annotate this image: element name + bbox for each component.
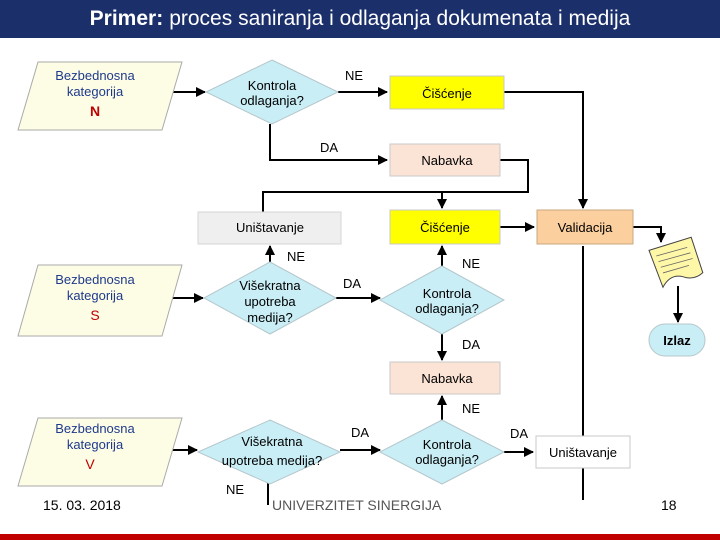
category-s-line1: Bezbednosna (55, 272, 135, 287)
footer-date: 15. 03. 2018 (43, 497, 121, 513)
document-notes-icon (648, 236, 704, 289)
ciscenje-1-label: Čišćenje (422, 86, 472, 101)
decision-kontrola-3: Kontrola odlaganja? (378, 419, 506, 485)
edge-label-da-3: DA (462, 337, 480, 352)
edge-label-ne-3: NE (462, 256, 480, 271)
unistavanje-1-label: Uništavanje (236, 220, 304, 235)
footer-page-number: 18 (661, 497, 677, 513)
edge-label-ne-5: NE (226, 482, 244, 497)
decision-visekratna-2: Višekratna upotreba medija? (196, 419, 342, 485)
process-unistavanje-2: Uništavanje (535, 435, 631, 469)
process-nabavka-1: Nabavka (389, 143, 501, 177)
connectors (172, 87, 683, 505)
edge-label-da-4: DA (351, 425, 369, 440)
kontrola-1-line1: Kontrola (248, 78, 297, 93)
kontrola-3-line2: odlaganja? (415, 452, 479, 467)
edge-label-ne-2: NE (287, 249, 305, 264)
kontrola-3-line1: Kontrola (423, 437, 472, 452)
category-s-letter: S (90, 307, 99, 323)
decision-visekratna-1: Višekratna upotreba medija? (202, 261, 338, 335)
category-v-shape: Bezbednosna kategorija V (17, 417, 183, 487)
kontrola-2-line2: odlaganja? (415, 301, 479, 316)
edge-label-da-1: DA (320, 140, 338, 155)
unistavanje-2-label: Uništavanje (549, 445, 617, 460)
decision-kontrola-1: Kontrola odlaganja? (204, 59, 340, 125)
title-text: proces saniranja i odlaganja dokumenata … (169, 7, 631, 30)
category-v-letter: V (85, 456, 95, 472)
edge-label-ne-4: NE (462, 401, 480, 416)
terminator-izlaz: Izlaz (648, 323, 706, 357)
process-validacija: Validacija (536, 209, 634, 245)
edge-label-ne-1: NE (345, 68, 363, 83)
footer-organization: UNIVERZITET SINERGIJA (272, 497, 442, 513)
title-bold: Primer: (89, 7, 164, 30)
visekratna-1-line1: Višekratna (239, 278, 301, 293)
category-v-line2: kategorija (67, 437, 124, 452)
category-s-shape: Bezbednosna kategorija S (17, 264, 183, 337)
category-s-line2: kategorija (67, 288, 124, 303)
category-n-line2: kategorija (67, 84, 124, 99)
edge-label-da-2: DA (343, 276, 361, 291)
process-unistavanje-1: Uništavanje (197, 211, 342, 245)
kontrola-1-line2: odlaganja? (240, 93, 304, 108)
ciscenje-2-label: Čišćenje (420, 220, 470, 235)
decision-kontrola-2: Kontrola odlaganja? (378, 265, 506, 335)
visekratna-1-line3: medija? (247, 310, 293, 325)
process-nabavka-2: Nabavka (389, 361, 501, 395)
visekratna-2-line2: upotreba medija? (222, 453, 322, 468)
visekratna-2-line1: Višekratna (241, 434, 303, 449)
category-n-shape: Bezbednosna kategorija N (17, 61, 183, 131)
visekratna-1-line2: upotreba (244, 294, 296, 309)
edge-label-da-5: DA (510, 426, 528, 441)
category-v-line1: Bezbednosna (55, 421, 135, 436)
slide-title-bar: Primer: proces saniranja i odlaganja dok… (0, 0, 720, 38)
kontrola-2-line1: Kontrola (423, 286, 472, 301)
bottom-accent-bar (0, 534, 720, 540)
process-ciscenje-2: Čišćenje (389, 209, 501, 245)
category-n-letter: N (90, 103, 100, 119)
validacija-label: Validacija (558, 220, 613, 235)
nabavka-1-label: Nabavka (421, 153, 473, 168)
izlaz-label: Izlaz (663, 333, 691, 348)
nabavka-2-label: Nabavka (421, 371, 473, 386)
category-n-line1: Bezbednosna (55, 68, 135, 83)
process-ciscenje-1: Čišćenje (389, 75, 505, 110)
